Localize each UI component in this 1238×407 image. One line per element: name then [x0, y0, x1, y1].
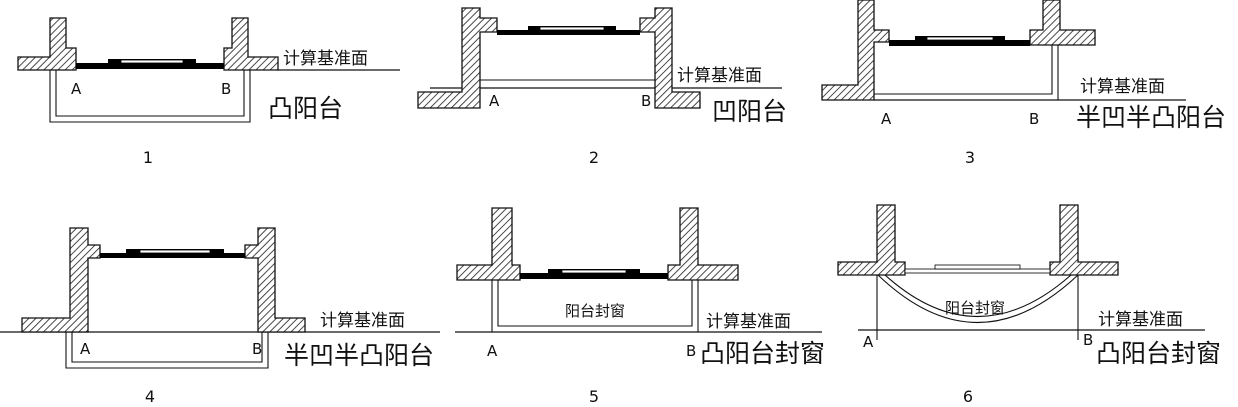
window-enclosure-label: 阳台封窗 [565, 302, 625, 320]
point-b-label: B [252, 340, 262, 358]
floor-slab [76, 63, 224, 69]
window-pane [926, 36, 994, 41]
floor-slab [889, 40, 1030, 46]
window-pane [561, 269, 627, 274]
point-a-label: A [71, 80, 82, 98]
window-pane [539, 26, 605, 31]
panel-number: 1 [143, 148, 153, 167]
balcony-outline-inner [874, 45, 1053, 95]
balcony-outline-inner [497, 280, 693, 327]
datum-label: 计算基准面 [706, 312, 791, 332]
point-a-label: A [487, 342, 498, 360]
datum-label: 计算基准面 [1098, 310, 1183, 330]
point-a-label: A [489, 92, 500, 110]
balcony-outline-outer [49, 70, 251, 123]
datum-label: 计算基准面 [320, 311, 405, 331]
panel-number: 2 [589, 148, 599, 167]
point-b-label: B [1083, 331, 1093, 349]
type-label: 凸阳台封窗 [1096, 339, 1221, 368]
panel-5: 阳台封窗 计算基准面 A B 凸阳台封窗 5 [455, 207, 825, 406]
floor-slab [497, 30, 640, 35]
floor-slab [520, 273, 668, 279]
panel-6: 阳台封窗 计算基准面 A B 凸阳台封窗 6 [837, 204, 1221, 406]
type-label: 凸阳台 [268, 94, 343, 123]
left-wall [837, 204, 906, 276]
panel-3: 计算基准面 A B 半凹半凸阳台 3 [821, 0, 1226, 167]
right-wall [639, 7, 701, 109]
point-a-label: A [80, 340, 91, 358]
window-pane [934, 264, 1021, 270]
right-wall [223, 17, 279, 71]
panel-number: 4 [145, 387, 155, 406]
balcony-outline-inner [71, 332, 263, 363]
panel-4: 计算基准面 A B 半凹半凸阳台 4 [0, 227, 440, 406]
left-wall [21, 227, 101, 333]
type-label: 凹阳台 [712, 97, 787, 126]
point-b-label: B [686, 342, 696, 360]
curved-balcony-outer [877, 274, 1079, 324]
left-wall [417, 7, 498, 109]
point-a-label: A [881, 110, 892, 128]
left-wall [17, 17, 77, 71]
right-wall [1029, 0, 1096, 46]
type-label: 半凹半凸阳台 [1076, 103, 1226, 132]
point-a-label: A [863, 333, 874, 351]
right-wall [1049, 204, 1119, 276]
datum-label: 计算基准面 [283, 49, 368, 69]
window-enclosure-label: 阳台封窗 [945, 299, 1005, 317]
window-pane [139, 249, 211, 254]
panel-number: 5 [589, 387, 599, 406]
curved-balcony-inner [884, 274, 1072, 318]
panel-1: 计算基准面 A B 凸阳台 1 [17, 17, 400, 167]
window-pane [120, 59, 184, 64]
left-wall [456, 207, 521, 281]
panel-number: 3 [965, 148, 975, 167]
point-b-label: B [1029, 110, 1039, 128]
point-b-label: B [641, 92, 651, 110]
datum-label: 计算基准面 [1080, 77, 1165, 97]
panel-2: 计算基准面 A B 凹阳台 2 [417, 7, 787, 167]
left-wall [821, 0, 890, 101]
balcony-outline-outer [65, 332, 269, 369]
floor-slab [904, 268, 1051, 274]
type-label: 半凹半凸阳台 [284, 341, 434, 370]
balcony-outline-inner [55, 70, 245, 117]
datum-label: 计算基准面 [677, 66, 762, 86]
right-wall [667, 207, 739, 281]
floor-slab [100, 253, 245, 258]
panel-number: 6 [963, 387, 973, 406]
point-b-label: B [221, 80, 231, 98]
type-label: 凸阳台封窗 [700, 339, 825, 368]
right-wall [244, 227, 306, 333]
